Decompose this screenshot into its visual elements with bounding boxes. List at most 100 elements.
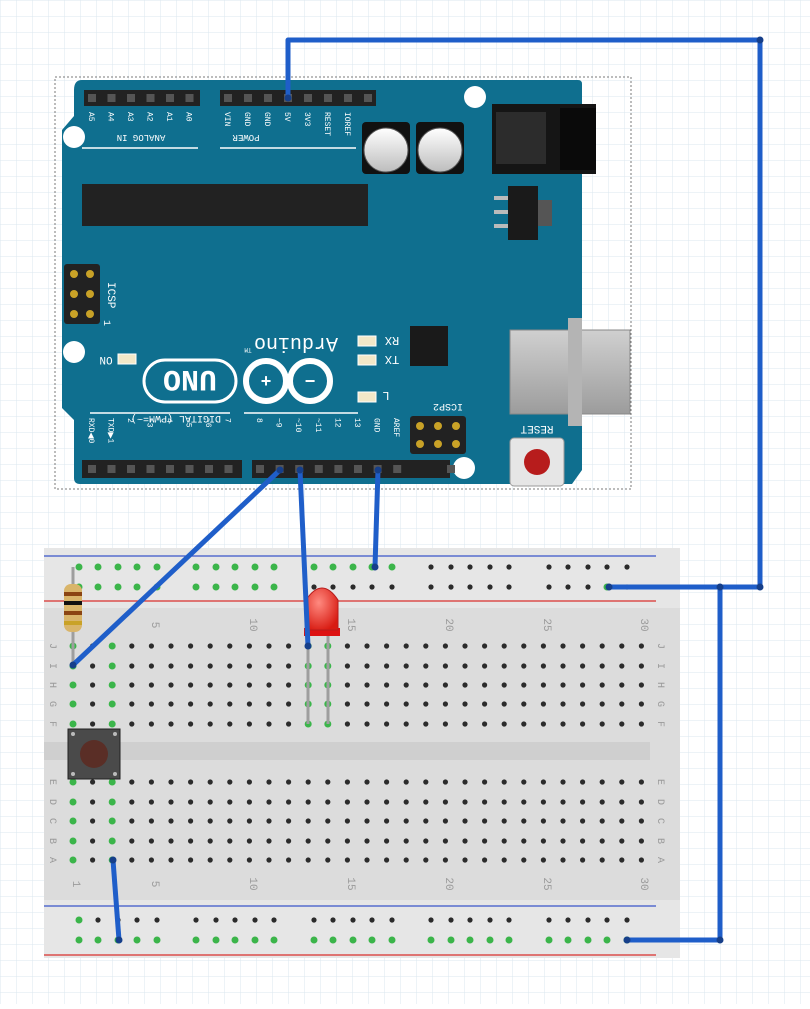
breadboard-hole [638, 663, 645, 669]
pin-label: A5 [86, 112, 95, 122]
column-number: 30 [637, 618, 649, 631]
pin-label: A2 [145, 112, 154, 122]
breadboard-hole [148, 643, 154, 649]
breadboard-hole [638, 857, 645, 863]
breadboard-hole [148, 818, 154, 824]
breadboard-hole [423, 799, 429, 805]
breadboard-hole [227, 721, 233, 727]
breadboard-hole [90, 701, 96, 707]
icsp2-pin [416, 422, 424, 430]
rail-hole [192, 936, 200, 944]
analog-pin [185, 94, 194, 102]
breadboard-hole [344, 818, 350, 824]
breadboard-hole [540, 799, 547, 805]
breadboard-hole [227, 682, 233, 688]
breadboard-hole [462, 682, 468, 688]
breadboard-hole [129, 682, 135, 688]
breadboard-hole [344, 663, 350, 669]
breadboard-hole [168, 838, 174, 844]
l-label: L [382, 388, 389, 402]
wire-endpoint [716, 583, 724, 591]
digital-pin [224, 465, 233, 473]
rail-hole [546, 917, 552, 923]
breadboard-hole [207, 779, 213, 785]
analog-pin [127, 94, 135, 102]
breadboard-hole [540, 643, 547, 649]
rail-hole [251, 583, 259, 591]
breadboard-hole [521, 779, 527, 785]
row-letter: B [654, 838, 665, 844]
rail-hole [467, 917, 473, 923]
breadboard-hole [325, 838, 331, 844]
breadboard-hole [148, 838, 154, 844]
breadboard-hole [364, 701, 370, 707]
row-letter: E [46, 779, 57, 785]
breadboard-hole [560, 779, 566, 785]
pin-label: ~10 [293, 418, 302, 433]
digital-pin [447, 465, 455, 473]
digital-section-label: DIGITAL (PWM=~) [131, 412, 221, 424]
icsp2-pin [434, 440, 442, 448]
rail-hole [329, 563, 337, 571]
mounting-hole [464, 86, 486, 108]
breadboard-hole [580, 643, 586, 649]
rail-hole [585, 584, 591, 590]
row-letter: D [654, 799, 665, 805]
breadboard-hole [580, 799, 586, 805]
breadboard-hole [188, 857, 194, 863]
l-led [357, 391, 377, 403]
breadboard-hole [403, 838, 409, 844]
rail-hole [546, 564, 552, 570]
breadboard-hole [207, 663, 213, 669]
rail-hole [231, 563, 239, 571]
trademark-label: TM [244, 346, 252, 353]
reset-button [509, 437, 565, 487]
rail-hole [231, 583, 239, 591]
breadboard-hole [384, 857, 390, 863]
breadboard-hole [442, 818, 448, 824]
wire-button-to-rail [110, 859, 122, 941]
breadboard-hole [344, 857, 350, 863]
rail-hole [75, 936, 83, 944]
breadboard-hole [188, 799, 194, 805]
rail-hole [153, 936, 161, 944]
wire-endpoint [115, 936, 123, 944]
breadboard-hole [599, 779, 605, 785]
breadboard-hole [108, 778, 116, 786]
breadboard-hole [501, 779, 507, 785]
breadboard-hole [540, 721, 547, 727]
breadboard-hole [442, 643, 448, 649]
rail-hole [565, 584, 571, 590]
breadboard-hole [266, 701, 272, 707]
rail-hole [447, 936, 455, 944]
rail-hole [310, 563, 318, 571]
rail-hole [368, 936, 376, 944]
breadboard-hole [384, 799, 390, 805]
breadboard-hole [423, 663, 429, 669]
pin-label: 12 [332, 418, 341, 428]
breadboard-hole [580, 857, 586, 863]
model-badge [142, 358, 238, 404]
rail-hole [270, 583, 278, 591]
rail-hole [585, 917, 591, 923]
breadboard-hole [207, 701, 213, 707]
breadboard-hole [69, 798, 77, 806]
breadboard-hole [227, 818, 233, 824]
rail-hole [389, 584, 395, 590]
rail-hole [506, 584, 512, 590]
breadboard-hole [227, 701, 233, 707]
wire-endpoint [756, 36, 764, 44]
breadboard-hole [148, 663, 154, 669]
breadboard-hole [148, 799, 154, 805]
digital-pin [354, 465, 362, 473]
column-number: 20 [442, 618, 454, 631]
breadboard-hole [638, 721, 645, 727]
mounting-hole [453, 457, 475, 479]
rail-hole [604, 917, 610, 923]
breadboard-hole [168, 779, 174, 785]
rail-hole [506, 917, 512, 923]
rail-hole [467, 584, 473, 590]
breadboard-hole [129, 643, 135, 649]
breadboard-hole [364, 721, 370, 727]
